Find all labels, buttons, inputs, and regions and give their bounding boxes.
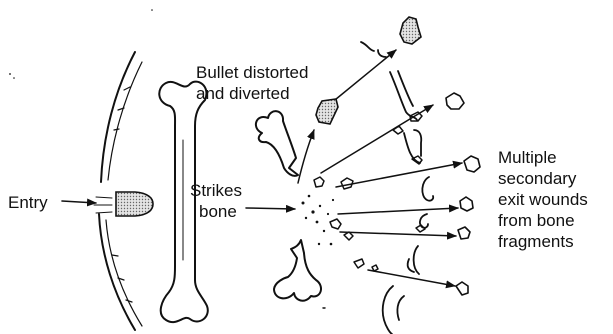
bullet <box>94 192 153 216</box>
strikes-arrow <box>246 208 295 209</box>
bullet-label-line-2: and diverted <box>196 83 290 104</box>
bullet-path-arrow-1 <box>298 130 314 183</box>
stray-specks <box>9 9 153 79</box>
bone-fragment-upper <box>256 111 298 176</box>
bullet-path-arrow-2 <box>330 50 396 104</box>
travel-fragments <box>393 112 425 232</box>
bone-fragment-lower <box>274 240 321 301</box>
exit-wall-marks <box>361 42 433 334</box>
strikes-label-line-1: Strikes <box>190 180 242 201</box>
exit-fragments <box>446 93 480 295</box>
impact-debris <box>302 195 335 246</box>
bullet-label-line-1: Bullet distorted <box>196 62 308 83</box>
distorted-bullet-1 <box>316 99 338 124</box>
exit-label-line-1: Multiple <box>498 147 557 168</box>
exit-label-line-2: secondary <box>498 168 576 189</box>
entry-body-wall <box>99 52 142 330</box>
exit-label-line-3: exit wounds <box>498 189 588 210</box>
distorted-bullet-2 <box>400 17 421 44</box>
exit-label-line-4: from bone <box>498 210 575 231</box>
entry-arrow <box>62 201 96 203</box>
fragment-arrows <box>321 105 462 286</box>
entry-label: Entry <box>8 192 48 213</box>
exit-label-line-5: fragments <box>498 231 574 252</box>
near-fragments <box>314 177 378 271</box>
strikes-label-line-2: bone <box>199 201 237 222</box>
